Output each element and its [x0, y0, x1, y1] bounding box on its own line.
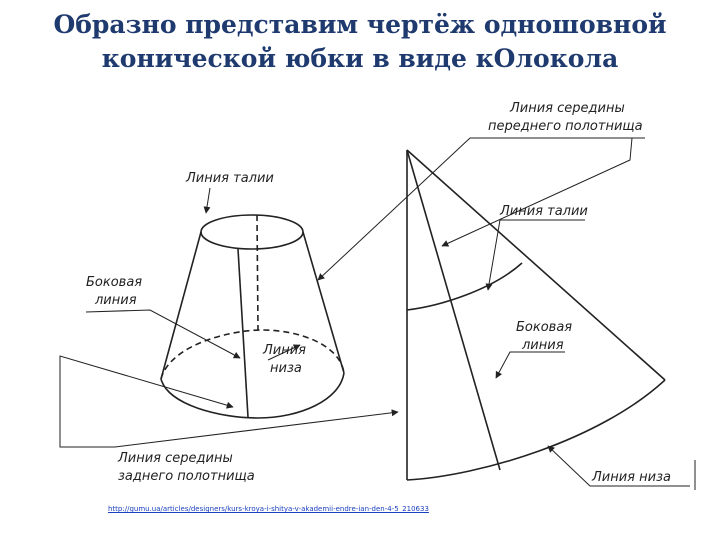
- title-line-2: конической юбки в виде кОлокола: [101, 44, 619, 73]
- label-hem-left-2: низа: [270, 361, 302, 376]
- pointer-waist-left: [203, 187, 211, 214]
- label-side-right-1: Боковая: [516, 320, 572, 335]
- source-link[interactable]: http://gumu.ua/articles/designers/kurs-k…: [108, 505, 429, 513]
- cone-hem-front: [160, 372, 345, 419]
- sector-figure: [406, 149, 666, 481]
- pointer-hem-right: [547, 445, 690, 487]
- pointer-front-center-2: [441, 137, 645, 247]
- label-side-left-2: линия: [94, 293, 137, 308]
- cone-side-line-back: [256, 214, 259, 331]
- cone-right-edge: [302, 231, 345, 374]
- label-front-center-2: переднего полотнища: [488, 119, 643, 134]
- pointer-waist-right: [485, 219, 585, 291]
- pointer-hem-left: [267, 344, 301, 361]
- cone-hem-back: [160, 329, 345, 380]
- label-front-center-1: Линия середины: [509, 101, 625, 116]
- pointer-side-left: [85, 309, 241, 359]
- cone-waist-ellipse: [200, 214, 304, 250]
- pointer-back-center-1: [59, 355, 234, 448]
- page-title: Образно представим чертёж одношовной кон…: [0, 8, 720, 76]
- sector-hem-arc: [406, 379, 666, 481]
- label-back-center-1: Линия середины: [117, 451, 233, 466]
- label-side-right-2: линия: [521, 338, 564, 353]
- pointer-side-right: [495, 351, 565, 379]
- cone-side-line-front: [237, 248, 249, 418]
- label-hem-right: Линия низа: [591, 470, 671, 485]
- sector-front-center-line: [406, 149, 501, 471]
- label-back-center-2: заднего полотнища: [118, 469, 255, 484]
- pointer-back-center-2: [114, 409, 399, 448]
- sector-right-edge: [406, 149, 666, 381]
- pointer-lines: [59, 137, 696, 490]
- sector-waist-arc: [406, 262, 523, 311]
- label-side-left-1: Боковая: [86, 275, 142, 290]
- label-waist-left: Линия талии: [185, 171, 274, 186]
- label-waist-right: Линия талии: [499, 204, 588, 219]
- cone-left-edge: [160, 231, 202, 380]
- label-hem-left-1: Линия: [262, 343, 306, 358]
- title-line-1: Образно представим чертёж одношовной: [53, 10, 667, 39]
- pointer-front-center-1: [317, 137, 645, 281]
- cone-figure: [160, 214, 345, 419]
